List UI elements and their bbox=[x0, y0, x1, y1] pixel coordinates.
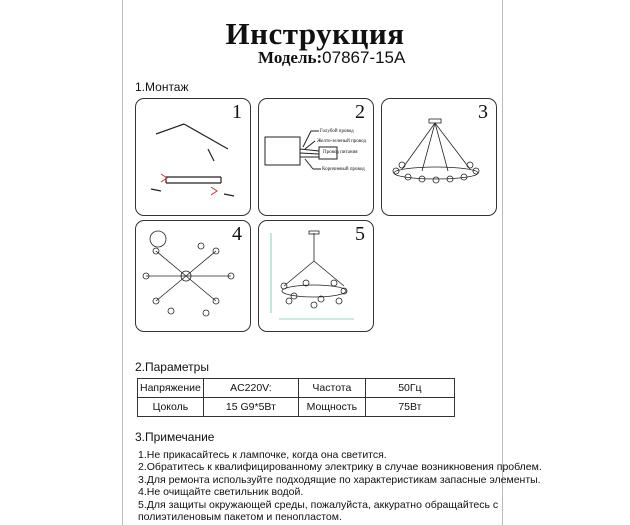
mounting-heading: 1.Монтаж bbox=[135, 80, 189, 94]
step-number: 5 bbox=[355, 223, 365, 245]
table-row: Цоколь 15 G9*5Вт Мощность 75Вт bbox=[137, 397, 455, 417]
params-table: Напряжение AC220V: Частота 50Гц Цоколь 1… bbox=[137, 378, 455, 417]
list-item: 2.Обратитесь к квалифицированному электр… bbox=[138, 461, 542, 474]
wiring-illustration bbox=[264, 130, 338, 170]
step-panel-5: 5 bbox=[258, 220, 374, 332]
page-border-left bbox=[122, 0, 123, 525]
model-value: 07867-15A bbox=[322, 48, 406, 67]
wire-label-blue: Голубой провод bbox=[320, 129, 354, 134]
bracket-mounting-illustration bbox=[150, 123, 235, 197]
step-number: 2 bbox=[355, 101, 365, 123]
notes-list: 1.Не прикасайтесь к лампочке, когда она … bbox=[138, 449, 542, 523]
step-number: 4 bbox=[232, 223, 242, 245]
table-cell: Напряжение bbox=[137, 378, 204, 398]
chandelier-hanging-illustration bbox=[392, 118, 480, 184]
page-title: Инструкция bbox=[225, 16, 405, 51]
notes-heading: 3.Примечание bbox=[135, 430, 215, 444]
list-item: полиэтиленовым пакетом и пенопластом. bbox=[138, 511, 342, 524]
list-item: 5.Для защиты окружающей среды, пожалуйст… bbox=[138, 498, 499, 511]
model-line: Модель:07867-15A bbox=[258, 48, 405, 68]
chandelier-dimensions-illustration bbox=[270, 230, 354, 320]
table-cell: Частота bbox=[297, 378, 366, 398]
page-border-right bbox=[502, 0, 503, 525]
list-item: 1.Не прикасайтесь к лампочке, когда она … bbox=[138, 449, 387, 461]
step-panel-3: 3 bbox=[381, 98, 497, 216]
model-label: Модель: bbox=[258, 48, 323, 67]
step-panel-4: 4 bbox=[135, 220, 251, 332]
wire-label-brown: Коричневый провод bbox=[322, 167, 365, 172]
wire-label-power: Провод питания bbox=[323, 150, 358, 155]
arm-assembly-illustration bbox=[142, 230, 235, 317]
table-row: Напряжение AC220V: Частота 50Гц bbox=[137, 378, 455, 398]
list-item: 4.Не очищайте светильник водой. bbox=[138, 486, 304, 499]
step-number: 1 bbox=[232, 101, 242, 123]
step-panel-2: 2 Голубой провод Желто-зеленый провод Пр… bbox=[258, 98, 374, 216]
table-cell: Цоколь bbox=[137, 397, 204, 417]
step-number: 3 bbox=[478, 101, 488, 123]
params-heading: 2.Параметры bbox=[135, 360, 209, 374]
table-cell: AC220V: bbox=[202, 378, 299, 398]
table-cell: 15 G9*5Вт bbox=[202, 397, 299, 417]
table-cell: Мощность bbox=[297, 397, 366, 417]
step-panel-1: 1 bbox=[135, 98, 251, 216]
table-cell: 50Гц bbox=[364, 378, 455, 398]
table-cell: 75Вт bbox=[364, 397, 455, 417]
wire-label-yellow-green: Желто-зеленый провод bbox=[317, 139, 366, 144]
list-item: 3.Для ремонта используйте подходящие по … bbox=[138, 473, 541, 486]
